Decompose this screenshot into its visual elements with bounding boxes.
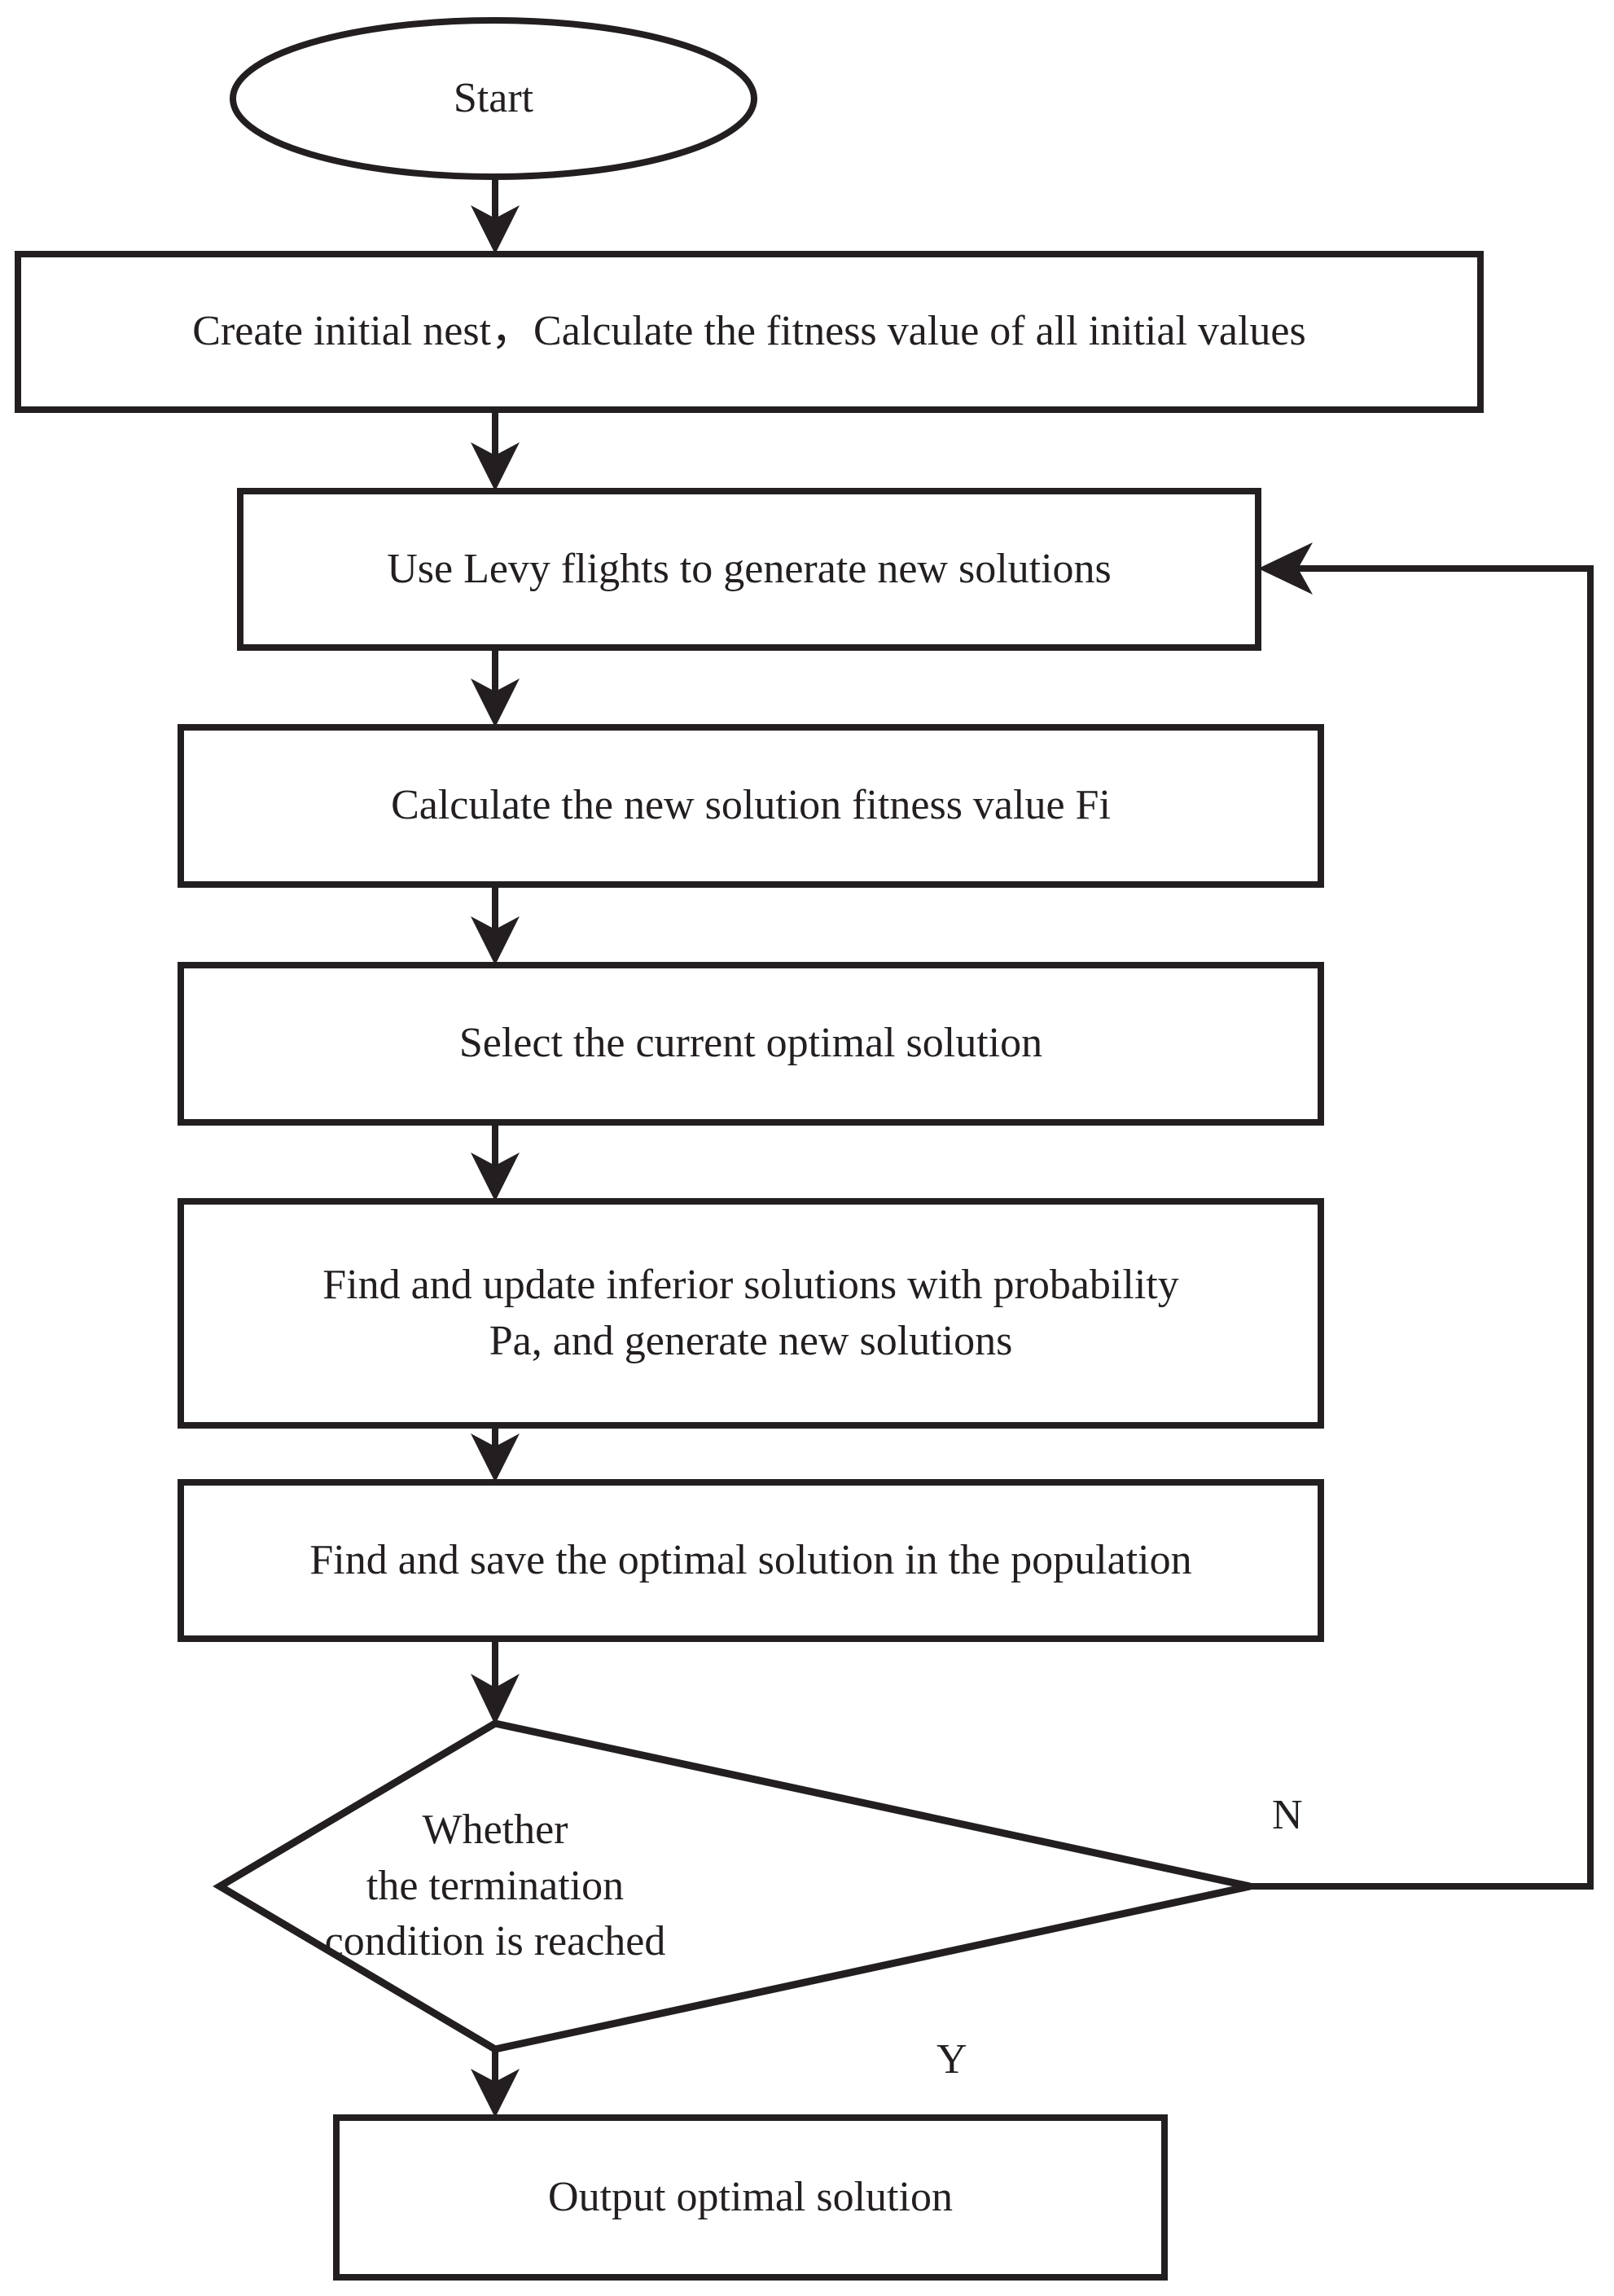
- arrowhead-create-to-levy: [471, 442, 520, 491]
- node-calculate-fitness-shape[interactable]: [178, 724, 1324, 888]
- node-start-shape[interactable]: [230, 17, 757, 180]
- edge-decision-no-to-levy: [1250, 565, 1594, 1890]
- arrowhead-calculate-to-select: [471, 916, 520, 965]
- arrowhead-save-to-decision: [471, 1674, 520, 1725]
- node-termination-decision-shape[interactable]: [213, 1719, 1251, 2053]
- node-save-optimal-shape[interactable]: [178, 1479, 1324, 1642]
- arrowhead-update-to-save: [471, 1433, 520, 1482]
- node-select-optimal-shape[interactable]: [178, 962, 1324, 1126]
- node-create-initial-nest-shape[interactable]: [15, 251, 1484, 413]
- arrowhead-start-to-create: [471, 205, 520, 254]
- node-update-inferior-shape[interactable]: [178, 1198, 1324, 1429]
- node-levy-flights-shape[interactable]: [237, 488, 1261, 651]
- arrowhead-decision-yes-to-output: [471, 2069, 520, 2118]
- node-output-optimal-shape[interactable]: [333, 2114, 1168, 2281]
- arrowhead-decision-no-to-levy: [1258, 542, 1313, 595]
- arrowhead-select-to-update: [471, 1152, 520, 1201]
- arrowhead-levy-to-calculate: [471, 678, 520, 727]
